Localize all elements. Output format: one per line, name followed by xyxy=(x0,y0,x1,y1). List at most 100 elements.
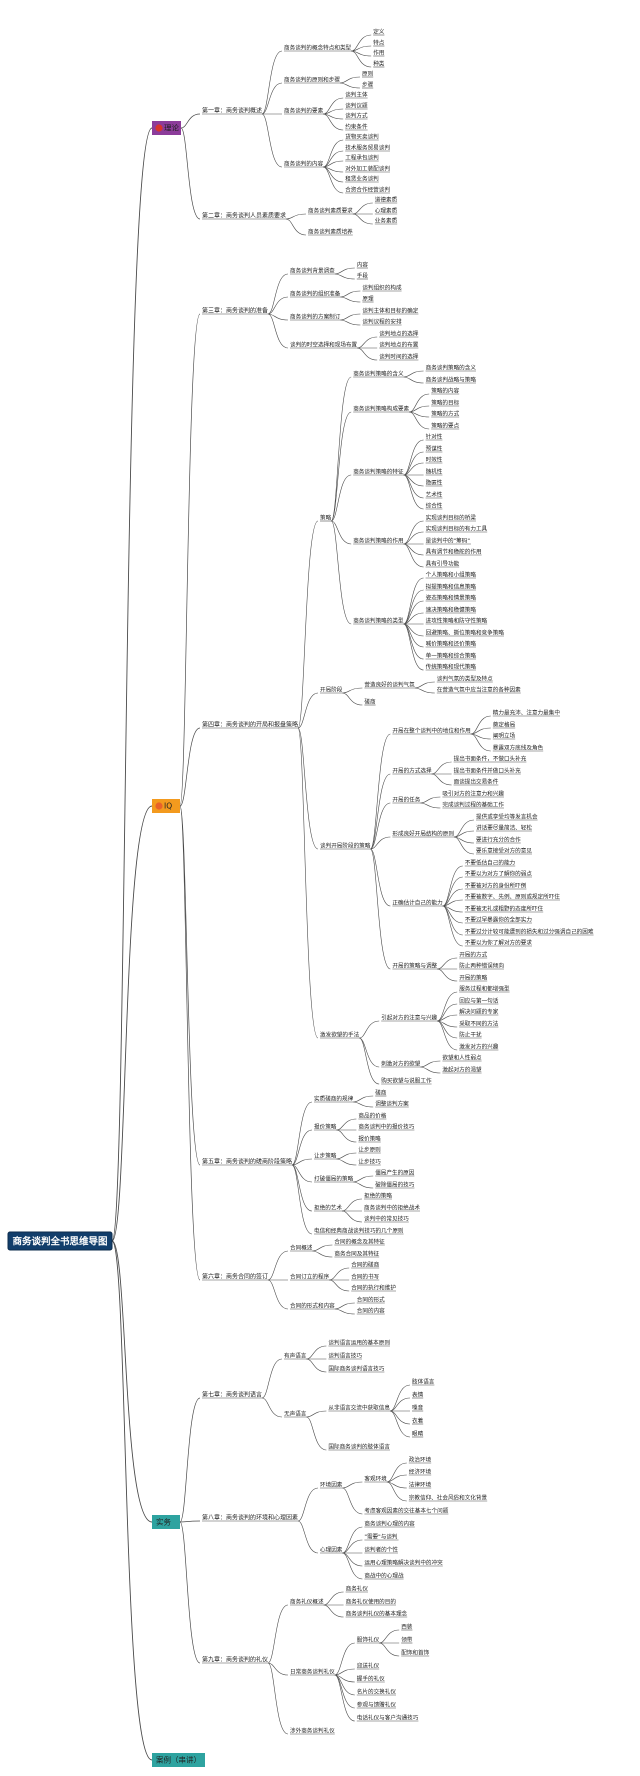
mind-node-d4[interactable]: 采取不同的方法 xyxy=(459,1020,499,1028)
mind-node-d3[interactable]: 商务谈判礼仪的基本理念 xyxy=(346,1610,408,1618)
mind-node-d4[interactable]: 策略的方式 xyxy=(431,410,459,418)
mind-node-d4[interactable]: 奠定格局 xyxy=(493,721,516,729)
mind-node-d4[interactable]: 服务过程和都增强型 xyxy=(459,985,510,993)
branch-1[interactable]: IQ xyxy=(152,799,180,813)
mind-node-d3[interactable]: 商务谈判策略的特征 xyxy=(353,468,404,476)
mind-node-d1[interactable]: 第九章：商务谈判的礼仪 xyxy=(202,1656,268,1664)
mind-node-d2[interactable]: 商务谈判的内容 xyxy=(284,160,324,168)
mind-node-d4[interactable]: 激起对方的渴望 xyxy=(442,1066,482,1074)
mind-node-d3[interactable]: 谈判议题 xyxy=(345,102,368,110)
mind-node-d3[interactable]: 国际商务谈判语言技巧 xyxy=(328,1365,384,1373)
mind-node-d4[interactable]: 激发对方的兴趣 xyxy=(459,1043,499,1051)
mind-node-d2[interactable]: 开局阶段 xyxy=(320,686,343,694)
mind-node-d4[interactable]: 艺术性 xyxy=(426,491,443,499)
mind-node-d3[interactable]: 心理素质 xyxy=(375,207,398,215)
mind-node-d4[interactable]: 欲望和人性弱点 xyxy=(442,1054,482,1062)
mind-node-d4[interactable]: 综合性 xyxy=(426,502,443,510)
mind-node-d4[interactable]: 解决问题的专家 xyxy=(459,1008,499,1016)
mind-node-d3[interactable]: 合同的磋商 xyxy=(351,1261,379,1269)
mind-node-d3[interactable]: 合同的形式 xyxy=(357,1296,385,1304)
mind-node-d4[interactable]: 在营造气氛中应当注意的各种因素 xyxy=(437,686,521,694)
mind-node-d4[interactable]: 个人策略和小组策略 xyxy=(426,571,477,579)
mind-node-d2[interactable]: 环境因素 xyxy=(320,1481,343,1489)
mind-node-d4[interactable]: 实现谈判目标的桥梁 xyxy=(426,514,477,522)
mind-node-d2[interactable]: 商务谈判的要素 xyxy=(284,107,324,115)
mind-node-d4[interactable]: 提供或享受均等发言机会 xyxy=(476,813,538,821)
mind-node-d4[interactable]: 肢体语言 xyxy=(412,1378,435,1386)
mind-node-d2[interactable]: 有声语言 xyxy=(284,1352,307,1360)
mind-node-d4[interactable]: 策略的要点 xyxy=(431,422,459,430)
mind-node-d3[interactable]: 商务礼仪使用的目的 xyxy=(346,1598,397,1606)
mind-node-d3[interactable]: 握手的礼仪 xyxy=(357,1675,385,1683)
mind-node-d3[interactable]: 手段 xyxy=(357,272,369,280)
mind-node-d3[interactable]: 调整谈判方案 xyxy=(375,1100,409,1108)
mind-node-d4[interactable]: 配饰和首饰 xyxy=(401,1649,429,1657)
mind-node-d3[interactable]: 商务谈判中的报价技巧 xyxy=(358,1123,414,1131)
mind-node-d3[interactable]: 让步原则 xyxy=(358,1146,381,1154)
mind-node-d3[interactable]: 开局的方式选择 xyxy=(392,767,432,775)
mind-node-d3[interactable]: 磋商 xyxy=(375,1089,387,1097)
mind-node-d4[interactable]: 策略的目标 xyxy=(431,399,459,407)
mind-node-d1[interactable]: 第三章：商务谈判的准备 xyxy=(202,307,268,315)
mind-node-d3[interactable]: 刺激对方的欲望 xyxy=(381,1060,421,1068)
mind-node-d2[interactable]: 合同订立的程序 xyxy=(290,1273,330,1281)
mind-node-d4[interactable]: 时效性 xyxy=(426,456,443,464)
mind-node-d3[interactable]: 商务谈判策略构成要素 xyxy=(353,405,409,413)
mind-node-d3[interactable]: 步骤 xyxy=(362,81,374,89)
mind-node-d3[interactable]: 谈判方式 xyxy=(345,112,368,120)
mind-node-d3[interactable]: 合同的执行和维护 xyxy=(351,1284,396,1292)
mind-node-d4[interactable]: 完成谈判过程的基础工作 xyxy=(442,801,504,809)
mind-node-d4[interactable]: 政治环境 xyxy=(409,1456,432,1464)
branch-3[interactable]: 案例（串讲） xyxy=(152,1753,205,1767)
mind-node-d3[interactable]: 客观环境 xyxy=(364,1475,387,1483)
mind-node-d4[interactable]: 不要过早暴露你的全部实力 xyxy=(465,916,533,924)
mind-node-d3[interactable]: 名片的交换礼仪 xyxy=(357,1688,397,1696)
mind-node-d4[interactable]: 不要被数字、先例、原则或规定所吓住 xyxy=(465,893,561,901)
mind-node-d3[interactable]: 原则 xyxy=(362,70,374,78)
mind-node-d1[interactable]: 第五章：商务谈判的磋商阶段策略 xyxy=(202,1158,292,1166)
mind-node-d1[interactable]: 第六章：商务合同的签订 xyxy=(202,1273,268,1281)
mind-node-d2[interactable]: 拒绝的艺术 xyxy=(314,1204,342,1212)
mind-node-d3[interactable]: 开局在整个谈判中的地位和作用 xyxy=(392,727,470,735)
mind-node-d3[interactable]: 谈判主体 xyxy=(345,91,368,99)
mind-node-d3[interactable]: 工程承包谈判 xyxy=(345,154,379,162)
branch-2[interactable]: 实务 xyxy=(152,1515,180,1529)
mind-node-d3[interactable]: 迎送礼仪 xyxy=(357,1662,380,1670)
mind-node-d4[interactable]: 单一策略和综合策略 xyxy=(426,652,477,660)
mind-node-d4[interactable]: 提出书面条件并做口头补充 xyxy=(454,767,522,775)
mind-node-d4[interactable]: 宗教信仰、社会风俗和文化背景 xyxy=(409,1494,488,1502)
mind-node-d4[interactable]: 吸引对方的注意力和兴趣 xyxy=(442,790,504,798)
mind-node-d3[interactable]: 业务素质 xyxy=(375,217,398,225)
mind-node-d4[interactable]: 要进行充分的合作 xyxy=(476,836,521,844)
mind-node-d4[interactable]: 回避策略、撕位策略和竞争策略 xyxy=(426,629,505,637)
mind-node-d2[interactable]: 商务谈判素质要求 xyxy=(308,207,353,215)
mind-node-d2[interactable]: 商务谈判背景调查 xyxy=(290,267,335,275)
mind-node-d4[interactable]: 随机性 xyxy=(426,468,443,476)
mind-node-d3[interactable]: 定义 xyxy=(373,28,385,36)
mind-node-d2[interactable]: 商务谈判的概念特点和类型 xyxy=(284,44,352,52)
mind-node-d2[interactable]: 商务谈判的原则和步骤 xyxy=(284,76,340,84)
mind-node-d3[interactable]: 合同的书写 xyxy=(351,1273,379,1281)
mind-node-d4[interactable]: 防止两种错误倾向 xyxy=(459,962,504,970)
mind-node-d4[interactable]: 面谈提出交易条件 xyxy=(454,778,499,786)
mind-node-d2[interactable]: 合同的形式和内容 xyxy=(290,1302,335,1310)
mind-node-d2[interactable]: 商务谈判的方案制订 xyxy=(290,313,341,321)
mind-node-d4[interactable]: 是谈判中的"筹码" xyxy=(426,537,471,545)
mind-node-d4[interactable]: 眼睛 xyxy=(412,1430,424,1438)
mind-node-d4[interactable]: 不要以为对方了解你的弱点 xyxy=(465,870,533,878)
mind-node-d3[interactable]: 谈判语言技巧 xyxy=(328,1352,362,1360)
mind-node-d2[interactable]: 打破僵局的策略 xyxy=(314,1175,354,1183)
mind-node-d2[interactable]: 实质磋商的规律 xyxy=(314,1095,354,1103)
mind-node-d3[interactable]: 技术服务贸易谈判 xyxy=(345,144,390,152)
mind-node-d3[interactable]: 参观与馈赠礼仪 xyxy=(357,1701,397,1709)
mind-node-d4[interactable]: 阐明立场 xyxy=(493,732,516,740)
mind-node-d2[interactable]: 谈判的时空选择和现场布置 xyxy=(290,341,358,349)
root-node[interactable]: 商务谈判全书思维导图 xyxy=(7,1231,113,1251)
mind-node-d1[interactable]: 第八章：商务谈判的环境和心理因素 xyxy=(202,1514,298,1522)
mind-node-d4[interactable]: 传统策略和现代策略 xyxy=(426,663,477,671)
mind-node-d3[interactable]: 电话礼仪与客户沟通技巧 xyxy=(357,1714,419,1722)
mind-node-d3[interactable]: 合同的内容 xyxy=(357,1307,385,1315)
mind-node-d2[interactable]: 激发欲望的手法 xyxy=(320,1031,360,1039)
mind-node-d4[interactable]: 回应与第一句话 xyxy=(459,997,499,1005)
mind-node-d3[interactable]: 拒绝的策略 xyxy=(364,1192,392,1200)
